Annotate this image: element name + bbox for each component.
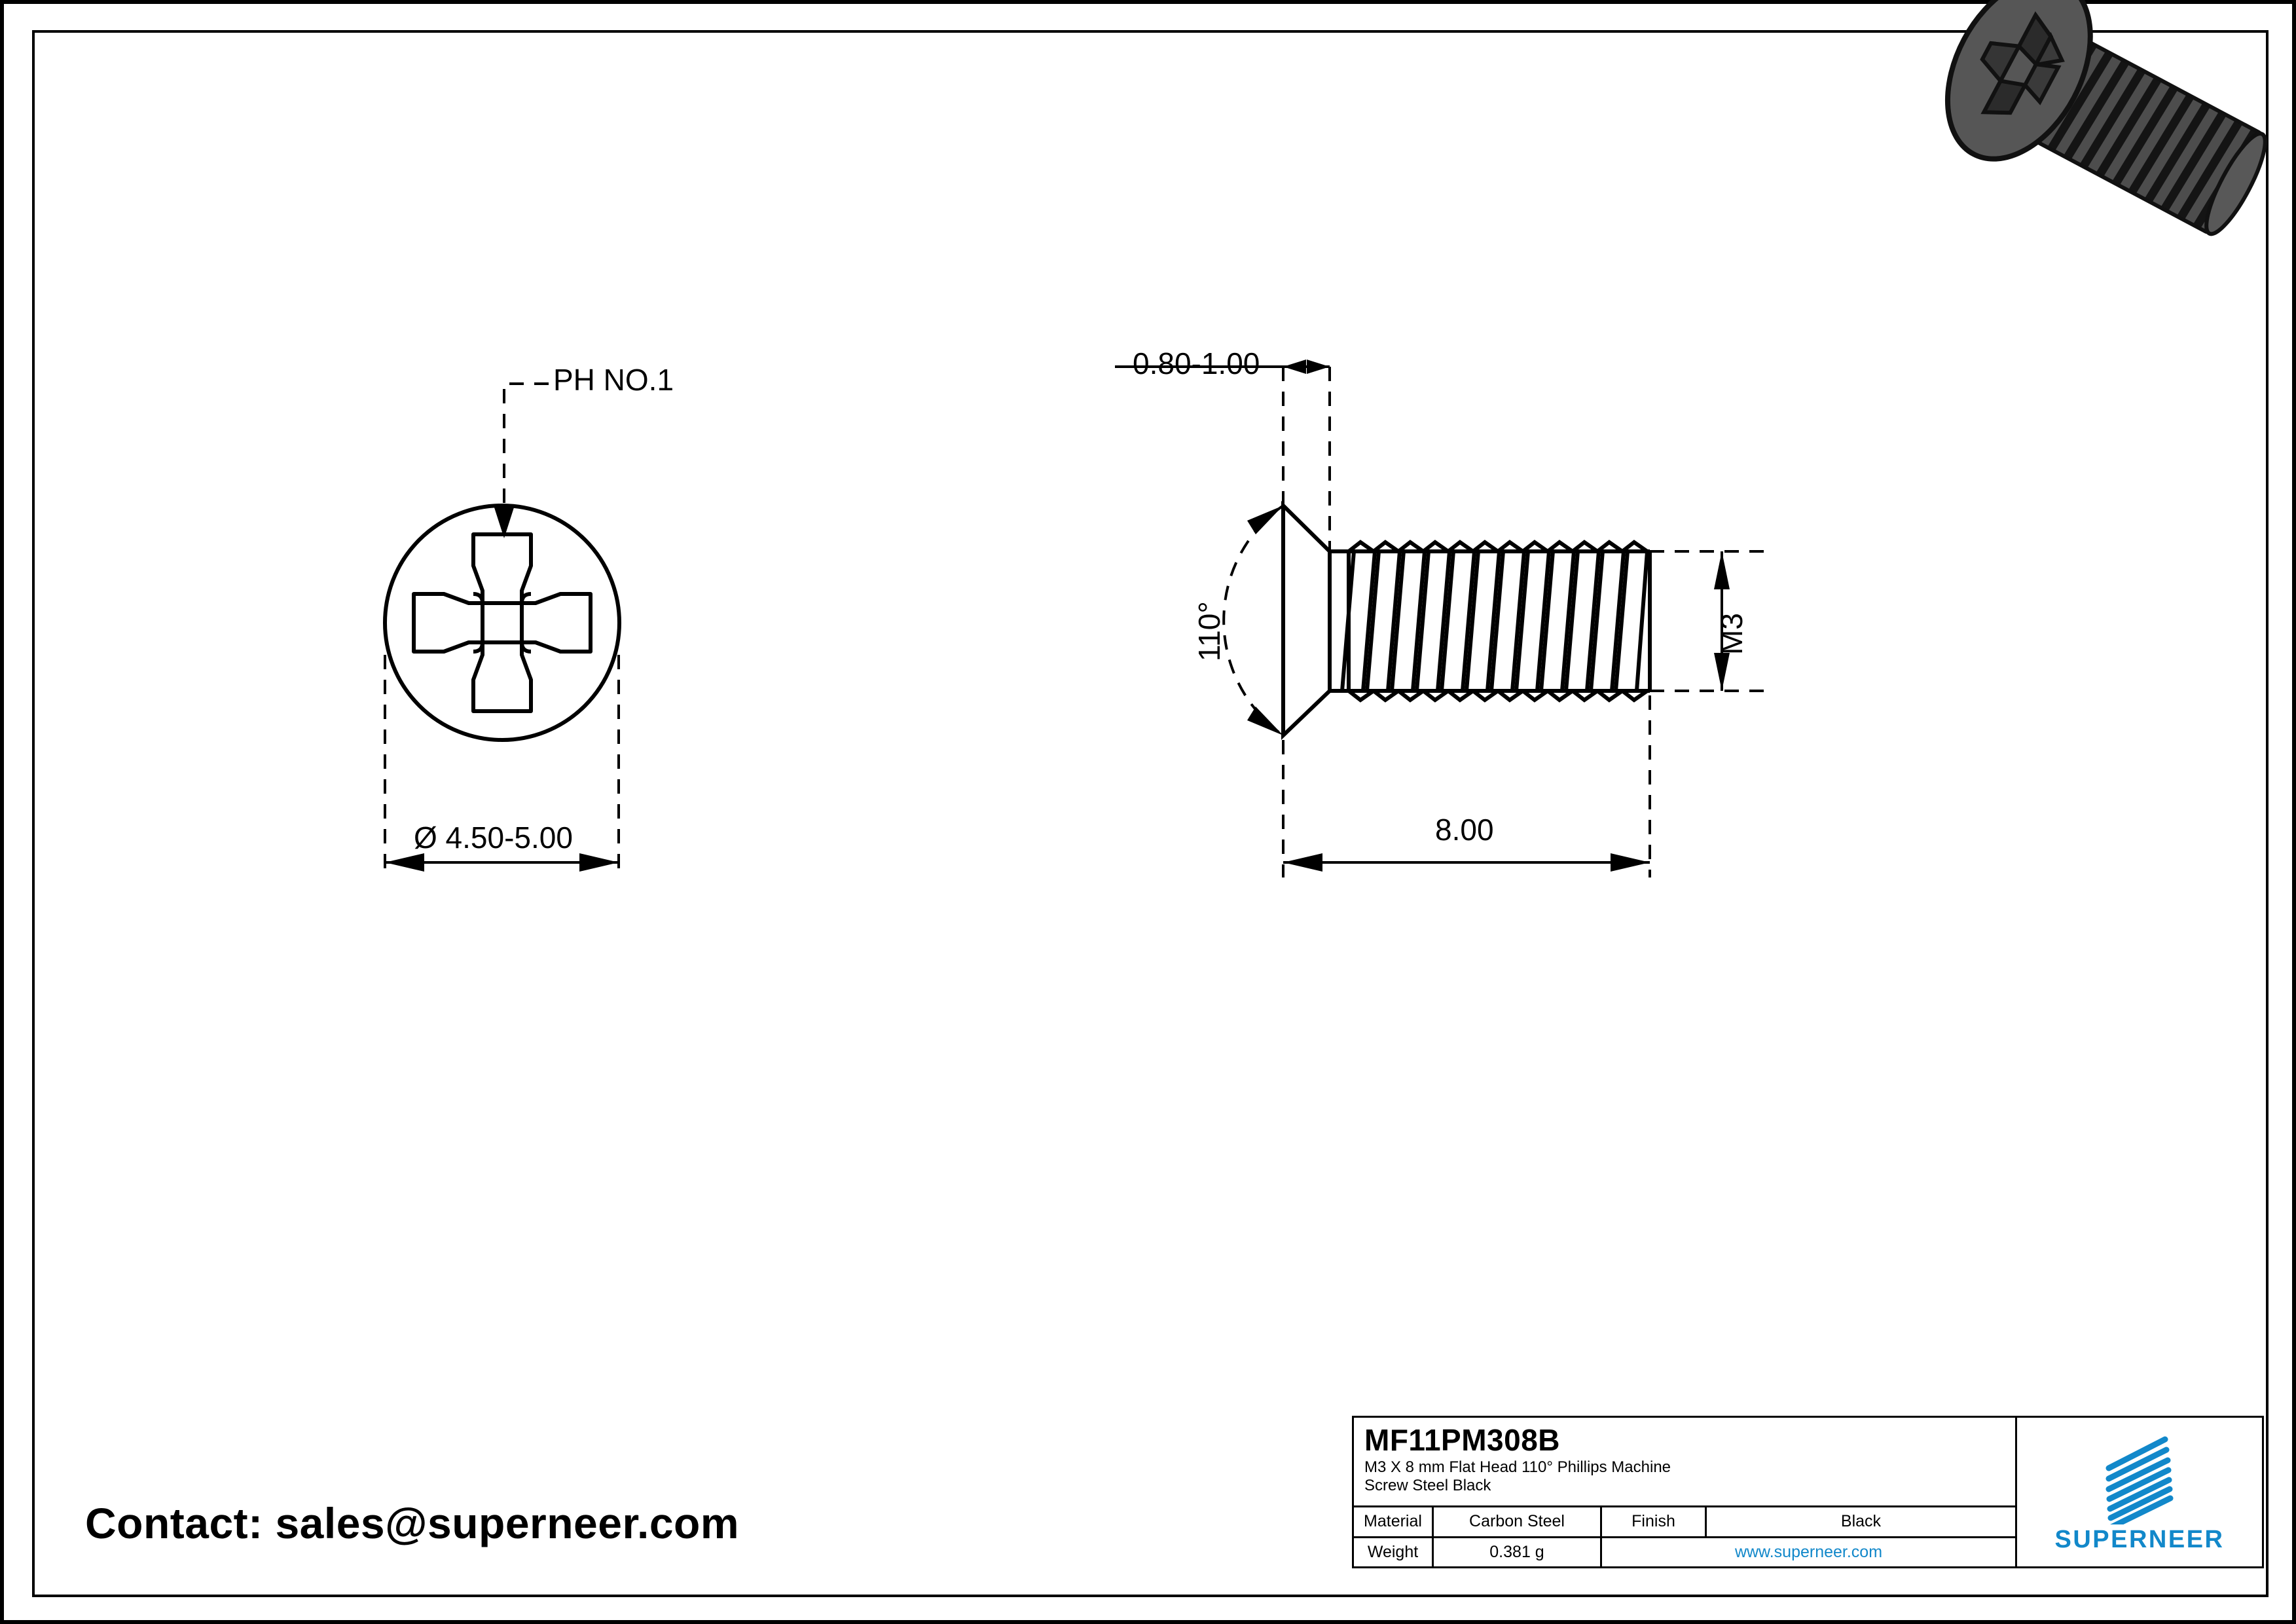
screw-head-circle [383, 504, 621, 742]
length-arrow-right [1611, 853, 1650, 872]
brand-logo-cell: SUPERNEER [2017, 1418, 2262, 1566]
dia-arrow-right [579, 853, 619, 872]
spec-table: Material Carbon Steel Finish Black Weigh… [1354, 1507, 2015, 1566]
head-angle-dimension-label: 110° [1192, 601, 1226, 661]
top-view-group [383, 382, 621, 877]
iso-phillips-recess [1980, 11, 2065, 115]
ph-callout-label: PH NO.1 [553, 363, 674, 397]
material-label: Material [1354, 1507, 1434, 1536]
iso-head [1944, 0, 2093, 162]
dia-arrow-left [385, 853, 424, 872]
side-view-group [1115, 360, 1768, 877]
part-number: MF11PM308B [1364, 1423, 1561, 1457]
length-arrow-left [1283, 853, 1322, 872]
part-description-line-2: Screw Steel Black [1364, 1477, 1491, 1494]
thread-crest-vees [1347, 540, 1649, 703]
finish-label: Finish [1602, 1507, 1707, 1536]
material-value: Carbon Steel [1434, 1507, 1602, 1536]
spec-row-material: Material Carbon Steel Finish Black [1354, 1507, 2015, 1538]
contact-email-text: Contact: sales@superneer.com [85, 1499, 740, 1547]
angle-arrow-top [1247, 506, 1283, 534]
part-description-line-1: M3 X 8 mm Flat Head 110° Phillips Machin… [1364, 1458, 1671, 1476]
website-link[interactable]: www.superneer.com [1734, 1542, 1883, 1561]
iso-shank [2030, 38, 2267, 236]
weight-value: 0.381 g [1434, 1538, 1602, 1566]
thread-helix-lines [1340, 551, 1649, 692]
phillips-recess-blends [473, 592, 532, 654]
spec-row-weight: Weight 0.381 g www.superneer.com [1354, 1538, 2015, 1566]
head-diameter-dimension-label: Ø 4.50-5.00 [414, 821, 573, 855]
length-dimension-label: 8.00 [1435, 813, 1494, 847]
phillips-recess-inner [481, 601, 524, 644]
title-block: MF11PM308B M3 X 8 mm Flat Head 110° Phil… [1352, 1416, 2264, 1568]
head-height-dimension-label: 0.80-1.00 [1133, 346, 1260, 380]
angle-dimension-arc [1222, 504, 1285, 737]
finish-value: Black [1840, 1512, 1882, 1531]
weight-label: Weight [1354, 1538, 1434, 1566]
brand-name: SUPERNEER [2054, 1526, 2225, 1553]
angle-arrow-bottom [1247, 707, 1283, 735]
iso-screw-render [1944, 0, 2267, 236]
head-height-arrow-left [1283, 360, 1306, 374]
screw-head-profile [1281, 500, 1332, 741]
title-block-description: MF11PM308B M3 X 8 mm Flat Head 110° Phil… [1354, 1418, 2015, 1507]
ph-callout-leader [503, 382, 549, 517]
ph-callout-arrowhead [494, 506, 515, 538]
thread-size-dimension-label: M3 [1715, 613, 1749, 655]
phillips-recess-outline [412, 532, 592, 713]
thread-dia-arrow-top [1714, 551, 1730, 589]
head-height-arrow-right [1307, 360, 1330, 374]
superneer-stripes-logo [2105, 1436, 2174, 1524]
thread-dia-arrow-bottom [1714, 653, 1730, 691]
sheet-inner-border [32, 30, 2269, 1597]
title-block-info: MF11PM308B M3 X 8 mm Flat Head 110° Phil… [1354, 1418, 2017, 1566]
